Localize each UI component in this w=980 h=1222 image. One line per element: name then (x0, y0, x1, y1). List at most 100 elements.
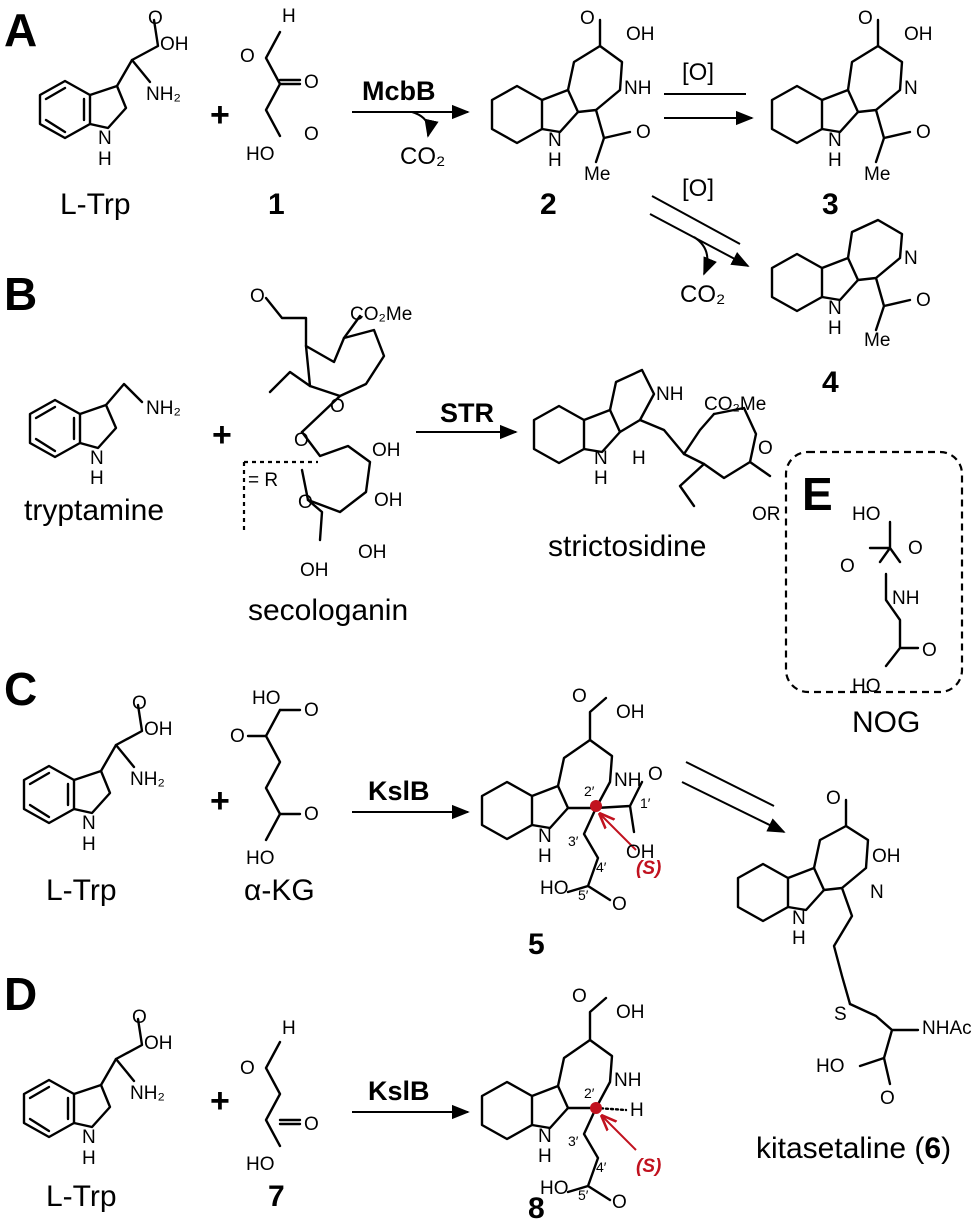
n-label: N (870, 882, 884, 903)
h-label: H (630, 1100, 644, 1121)
o-label: O (580, 8, 595, 29)
o-label: O (758, 438, 773, 459)
o-label: O (916, 122, 931, 143)
oh-label: OH (616, 1002, 645, 1023)
oxidant-label-2: [O] (682, 175, 714, 202)
o-label: O (648, 764, 663, 785)
co2-loss-arrow (411, 111, 439, 138)
o-label: O (304, 124, 319, 145)
reactant-name-ltrp-a: L-Trp (60, 188, 131, 221)
nhac-label: NHAc (922, 1018, 972, 1039)
co2me-label: CO₂Me (704, 394, 766, 415)
diagonal-arrow-top-a (651, 195, 741, 245)
nog-box (784, 450, 964, 694)
h-label: H (82, 1148, 96, 1169)
ho-label: HO (540, 878, 569, 899)
me-label: Me (864, 330, 890, 351)
reactant-name-ltrp-d: L-Trp (46, 1180, 117, 1213)
oh-label: OH (616, 702, 645, 723)
compound-1-structure: H O O O HO (240, 6, 319, 165)
o-label: O (304, 700, 319, 721)
product-name-strictosidine: strictosidine (548, 530, 706, 563)
o-label: O (572, 986, 587, 1007)
o-label: O (304, 804, 319, 825)
h-label: H (282, 1018, 296, 1039)
h-label: H (82, 834, 96, 855)
l-trp-structure-c: OH O NH₂ N H (22, 693, 173, 855)
o-label: O (304, 72, 319, 93)
o-label: O (132, 1007, 147, 1028)
n-label: N (792, 908, 806, 929)
o-label: O (240, 1058, 255, 1079)
ho-label: HO (252, 688, 281, 709)
reactant-name-akg: α-KG (244, 874, 315, 907)
final-product-name-kitasetaline: kitasetaline (6) (756, 1132, 951, 1165)
locant-5prime: 5′ (578, 1187, 589, 1203)
locant-3prime: 3′ (568, 1133, 579, 1149)
nh-label: NH (892, 588, 919, 609)
alpha-kg-structure: HO O O O HO (230, 688, 319, 869)
nh2-label: NH₂ (130, 769, 165, 790)
n-label: N (904, 78, 918, 99)
compound-4-structure: N N H O Me (770, 218, 931, 351)
ho-label: HO (816, 1056, 845, 1077)
me-label: Me (584, 164, 610, 185)
h-label: H (90, 468, 104, 489)
oh-label: OH (144, 719, 173, 740)
nh-label: NH (624, 78, 651, 99)
oh-label: OH (626, 842, 655, 863)
reactant-name-secologanin: secologanin (248, 594, 408, 627)
panel-label-b: B (4, 268, 37, 320)
oh-label: OH (904, 24, 933, 45)
secologanin-structure: O CO₂Me O O = R O OH OH OH OH (242, 286, 412, 581)
diagonal-arrow-top-c (685, 761, 775, 807)
kitasetaline-structure: O OH N N H S NHAc HO O (736, 788, 972, 1109)
oh-label: OH (374, 490, 403, 511)
locant-3prime: 3′ (568, 833, 579, 849)
stereo-pointer (600, 814, 637, 851)
o-label: O (240, 46, 255, 67)
h-label: H (792, 928, 806, 949)
co2-byproduct-2: CO₂ (680, 281, 725, 308)
r-label: = R (248, 470, 278, 491)
compound-number-2: 2 (540, 188, 557, 221)
o-label: O (922, 640, 937, 661)
locant-4prime: 4′ (596, 859, 607, 875)
co2me-label: CO₂Me (350, 304, 412, 325)
panel-label-d: D (4, 968, 37, 1020)
compound-number-3: 3 (822, 188, 839, 221)
ho-label: HO (246, 144, 275, 165)
panel-label-a: A (4, 4, 37, 56)
h-label: H (98, 149, 112, 170)
locant-5prime: 5′ (578, 887, 589, 903)
nh2-label: NH₂ (146, 398, 181, 419)
h-label: H (548, 150, 562, 171)
oh-label: OH (626, 24, 655, 45)
locant-1prime: 1′ (640, 795, 651, 811)
oh-label: OH (872, 846, 901, 867)
o-label: O (612, 894, 627, 915)
h-label: H (538, 1146, 552, 1167)
compound-7-structure: H O O HO (240, 1018, 319, 1175)
enzyme-label-kslb-d: KslB (368, 1076, 430, 1106)
reactant-name-tryptamine: tryptamine (24, 494, 164, 527)
ho-label: HO (246, 848, 275, 869)
o-label: O (880, 1088, 895, 1109)
h-label: H (282, 6, 296, 27)
compound-3-structure: O OH N N H O Me (770, 8, 933, 185)
n-label: N (548, 130, 562, 151)
stereo-label-s-c: (S) (636, 858, 661, 879)
compound-number-4: 4 (822, 366, 839, 399)
o-label: O (826, 788, 841, 809)
oh-label: OH (144, 1033, 173, 1054)
nh-label: NH (614, 770, 641, 791)
oh-label: OH (358, 542, 387, 563)
compound-number-5: 5 (528, 928, 545, 961)
nog-structure: HO O O NH O HO (840, 504, 937, 697)
nh-label: NH (656, 384, 683, 405)
o-label: O (230, 726, 245, 747)
nh2-label: NH₂ (146, 84, 181, 105)
n-label: N (90, 448, 104, 469)
diagonal-arrow-bottom-c (681, 781, 786, 833)
